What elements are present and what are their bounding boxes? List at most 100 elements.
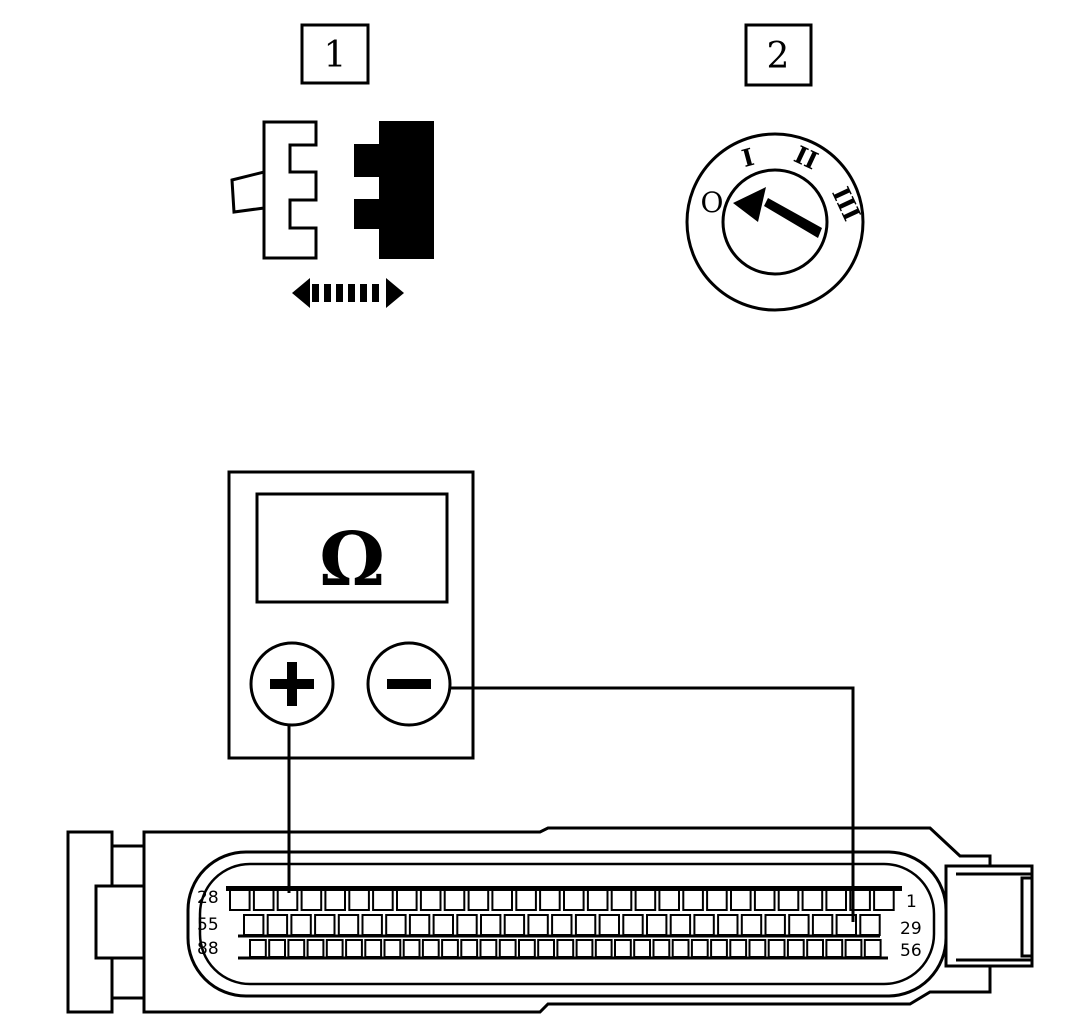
double-arrow-icon xyxy=(292,278,404,308)
connector-pin xyxy=(849,889,871,911)
connector-pin xyxy=(863,939,882,958)
connector-pin xyxy=(421,939,440,958)
multimeter: Ω xyxy=(227,470,475,760)
ignition-position-0: O xyxy=(701,186,724,219)
connector-pin xyxy=(556,939,575,958)
connector-pin xyxy=(598,914,620,936)
row-3-left-label: 88 xyxy=(197,939,219,959)
connector-pin xyxy=(287,939,306,958)
connector-pin xyxy=(337,914,360,936)
connector-pin xyxy=(610,889,633,911)
connector-pin xyxy=(243,914,265,936)
step-2-label: 2 xyxy=(744,23,813,87)
connector-pin xyxy=(740,914,763,936)
connector-pin xyxy=(480,914,502,936)
connector-pins xyxy=(229,889,895,958)
row-2-left-label: 55 xyxy=(197,915,219,935)
step-1-label: 1 xyxy=(300,23,370,85)
connector-pin xyxy=(498,939,517,958)
connector-pin xyxy=(706,889,728,911)
row-1-left-label: 28 xyxy=(197,888,219,908)
connector-pin xyxy=(515,889,537,911)
connector-pin xyxy=(527,914,549,936)
connector-pin xyxy=(467,889,490,911)
connector-pin xyxy=(633,939,652,958)
connector-pin xyxy=(252,889,275,911)
connector-pin xyxy=(385,914,407,936)
connector-pin xyxy=(825,939,844,958)
connector-pin xyxy=(456,914,478,936)
step-2-number: 2 xyxy=(767,36,790,77)
connector-pin xyxy=(748,939,767,958)
connector-pin xyxy=(646,914,668,936)
connector-pin xyxy=(825,889,848,911)
connector-pin xyxy=(364,939,383,958)
connector-pin xyxy=(443,889,466,911)
connector-pin xyxy=(372,889,394,911)
connector-pin xyxy=(551,914,573,936)
ignition-switch-icon: O I II III xyxy=(685,132,867,312)
positive-terminal xyxy=(249,641,335,727)
connector-pin xyxy=(671,939,690,958)
connector-pin xyxy=(767,939,786,958)
probe-wires xyxy=(287,686,855,922)
connector-pin xyxy=(348,889,370,911)
connector-pin xyxy=(460,939,479,958)
connector-pin xyxy=(537,939,556,958)
row-1-right-label: 1 xyxy=(906,892,917,912)
connector-pin xyxy=(710,939,728,958)
connector-pin xyxy=(730,889,752,911)
connector-pin xyxy=(479,939,498,958)
connector-pin xyxy=(518,939,536,958)
connector-pin xyxy=(408,914,431,936)
connector-pin xyxy=(441,939,459,958)
connector-pin xyxy=(634,889,657,911)
connector-pin xyxy=(396,889,418,911)
connector-pin xyxy=(859,914,881,936)
connector-pin xyxy=(503,914,526,936)
connector-pin xyxy=(729,939,748,958)
connector-pin xyxy=(693,914,715,936)
connector-pin xyxy=(324,889,346,911)
connector-pin xyxy=(873,889,895,911)
connector-pin xyxy=(432,914,455,936)
negative-probe-wire xyxy=(450,686,855,922)
connector-pin xyxy=(669,914,692,936)
connector-pin xyxy=(266,914,289,936)
connector-pin xyxy=(290,914,312,936)
step-1-number: 1 xyxy=(324,35,347,76)
connector-pin xyxy=(574,914,597,936)
connector-pin xyxy=(682,889,704,911)
connector-pin xyxy=(652,939,671,958)
negative-terminal xyxy=(366,641,452,727)
connector-pin xyxy=(614,939,632,958)
connector-pin xyxy=(402,939,421,958)
connector-pin xyxy=(690,939,709,958)
connector-pin xyxy=(622,914,644,936)
connector-pin xyxy=(325,939,344,958)
connector-pin xyxy=(563,889,585,911)
connector-pin xyxy=(419,889,442,911)
connector-pin xyxy=(753,889,776,911)
row-3-right-label: 56 xyxy=(900,941,922,961)
connector-pin xyxy=(594,939,613,958)
row-2-right-label: 29 xyxy=(900,919,922,939)
connector-pin xyxy=(788,914,810,936)
connector-pin xyxy=(811,914,834,936)
connector-pin xyxy=(539,889,561,911)
connector-pin xyxy=(268,939,287,958)
connector-pin xyxy=(314,914,336,936)
ecu-connector: 28 55 88 1 29 56 xyxy=(66,826,1034,1014)
connector-disconnect-icon xyxy=(230,120,434,308)
connector-pin xyxy=(229,889,251,911)
ohm-symbol: Ω xyxy=(319,517,385,603)
connector-pin xyxy=(586,889,609,911)
connector-pin xyxy=(786,939,805,958)
connector-pin xyxy=(801,889,824,911)
connector-pin xyxy=(575,939,594,958)
connector-pin xyxy=(658,889,681,911)
connector-pin xyxy=(777,889,800,911)
connector-pin xyxy=(491,889,513,911)
connector-pin xyxy=(345,939,363,958)
